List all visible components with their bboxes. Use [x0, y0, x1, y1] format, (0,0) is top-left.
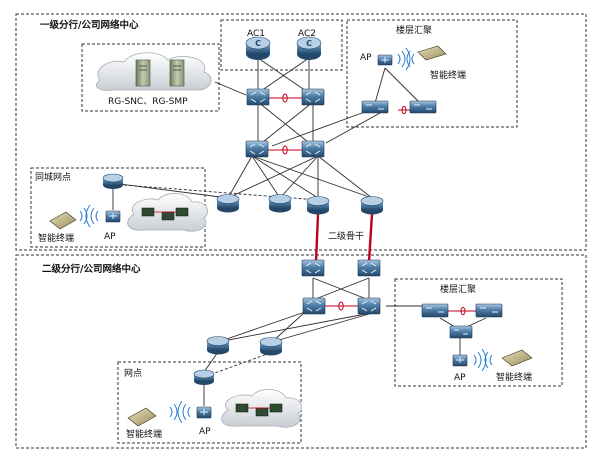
core-switch-icon [302, 297, 326, 315]
access-switch-icon [206, 336, 230, 355]
tier1-region [15, 13, 587, 251]
wifi-waves-icon [169, 400, 191, 424]
terminal-bottom-label: 智能终端 [496, 371, 532, 383]
terminal-samecity-label: 智能终端 [38, 232, 74, 244]
server-icon [135, 59, 151, 87]
ap-branch-label: AP [199, 427, 211, 437]
server-icon [169, 59, 185, 87]
samecity-box [30, 167, 206, 248]
floor-agg-bottom-label: 楼层汇聚 [440, 283, 476, 295]
pc-icon [235, 403, 283, 417]
ap-icon [377, 54, 393, 66]
pc-icon [141, 207, 189, 221]
agg-switch-icon [361, 100, 389, 114]
servers-label: RG-SNC、RG-SMP [108, 97, 188, 107]
core-switch-icon [301, 88, 325, 106]
floor-box-top [346, 19, 518, 128]
svg-text:C: C [255, 39, 261, 48]
ac2-label: AC2 [298, 29, 316, 39]
ap-icon [196, 406, 212, 419]
access-switch-icon [216, 194, 240, 213]
tier1-title: 一级分行/公司网络中心 [40, 19, 139, 31]
ac-controller-icon: C [296, 36, 322, 60]
wifi-waves-icon [473, 348, 493, 372]
backbone-label: 二级骨干 [328, 230, 364, 242]
router-icon [102, 173, 124, 189]
access-switch-icon [306, 196, 330, 215]
floor-box-bottom [394, 278, 563, 387]
ap-top-label: AP [360, 53, 372, 63]
floor-agg-top-label: 楼层汇聚 [396, 24, 432, 36]
core-switch-icon [301, 259, 325, 277]
access-switch-icon [259, 337, 283, 356]
ac-controller-icon: C [245, 36, 271, 60]
terminal-branch-label: 智能终端 [126, 428, 162, 440]
router-icon [193, 369, 215, 385]
ac-box [220, 19, 343, 71]
server-box [81, 43, 220, 112]
red-links [268, 93, 478, 316]
branch-label: 网点 [124, 368, 142, 379]
branch-box [117, 361, 302, 444]
ap-samecity-label: AP [104, 232, 116, 242]
tier2-region [15, 254, 587, 449]
smart-terminal-icon [501, 349, 533, 367]
wifi-waves-icon [397, 47, 415, 71]
tier2-title: 二级分行/公司网络中心 [42, 263, 141, 275]
links [112, 57, 487, 406]
agg-switch-icon [421, 303, 449, 318]
smart-terminal-icon [417, 45, 447, 61]
samecity-label: 同城网点 [35, 172, 71, 183]
wifi-waves-icon [79, 204, 99, 228]
ac1-label: AC1 [247, 29, 265, 39]
core-switch-icon [246, 88, 270, 106]
core-switch-icon [357, 259, 381, 277]
core-switch-icon [357, 297, 381, 315]
access-switch-icon [360, 196, 384, 215]
agg-switch-icon [475, 303, 503, 318]
smart-terminal-icon [49, 211, 77, 230]
ap-icon [452, 354, 468, 367]
access-switch-icon [449, 325, 473, 339]
agg-switch-icon [409, 100, 437, 114]
ap-bottom-label: AP [454, 373, 466, 383]
access-switch-icon [268, 194, 292, 213]
terminal-top-label: 智能终端 [430, 69, 466, 81]
svg-text:C: C [306, 39, 312, 48]
ap-icon [105, 210, 121, 223]
smart-terminal-icon [127, 407, 157, 427]
core-switch-icon [301, 140, 325, 158]
core-switch-icon [245, 140, 269, 158]
server-cloud [96, 52, 212, 91]
